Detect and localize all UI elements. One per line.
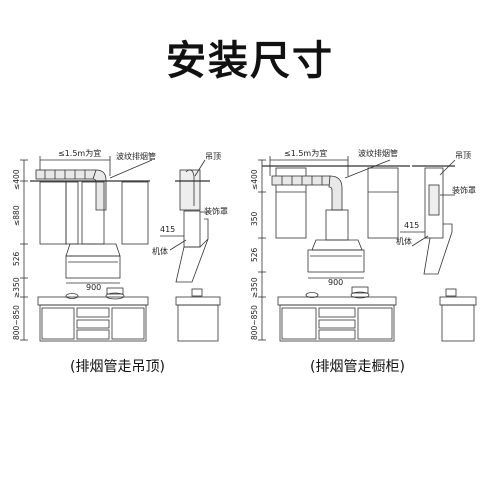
left-dim-900: 900: [86, 283, 101, 292]
left-ceiling-label: 吊顶: [205, 152, 221, 161]
left-dim-415: 415: [160, 225, 175, 234]
right-caption: (排烟管走橱柜): [310, 359, 405, 375]
right-diagram-drawing: [258, 156, 477, 342]
left-corrugated-pipe-label: 波纹排烟管: [116, 151, 156, 161]
right-dim-900: 900: [328, 278, 343, 287]
right-corrugated-pipe-label: 波纹排烟管: [358, 148, 398, 158]
left-dim-counter: 800~850: [12, 305, 21, 340]
right-cover-label: 装饰罩: [452, 185, 476, 195]
left-spacing-label: ≤1.5m为宜: [58, 148, 101, 158]
left-dim-400: ≤400: [12, 169, 21, 190]
right-dim-counter: 800~850: [250, 305, 259, 340]
left-cover-label: 装饰罩: [204, 206, 228, 216]
left-caption: (排烟管走吊顶): [70, 359, 165, 375]
left-dim-350: ≥350: [12, 277, 21, 298]
right-body-label: 机体: [396, 236, 412, 246]
right-dim-350-cabinet: 350: [250, 211, 259, 226]
right-dim-415: 415: [404, 221, 419, 230]
right-dim-400: ≤400: [250, 169, 259, 190]
left-dim-526: 526: [12, 251, 21, 266]
left-dim-880: ≤880: [12, 205, 21, 226]
right-spacing-label: ≤1.5m为宜: [284, 148, 327, 158]
left-body-label: 机体: [152, 246, 168, 256]
left-diagram-drawing: [20, 156, 221, 342]
right-dim-350: ≥350: [250, 277, 259, 298]
page-title: 安装尺寸: [166, 38, 334, 84]
right-dim-526: 526: [250, 247, 259, 262]
right-ceiling-label: 吊顶: [455, 151, 471, 160]
